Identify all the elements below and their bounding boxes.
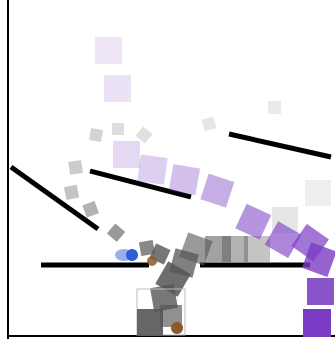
gray-block [89,128,103,142]
gray-block [137,309,163,335]
purple-block [303,309,331,337]
purple-block [113,141,140,168]
gray-block-pile [139,232,270,312]
brown-ball-lower [171,322,183,334]
gray-block [305,180,331,206]
ledge-upper-right [229,134,331,157]
purple-block [235,204,271,240]
purple-block [104,75,131,102]
gray-block [82,201,99,218]
gray-block [68,160,83,175]
purple-block [169,164,200,195]
purple-block [95,37,122,64]
blue-ball [126,249,138,261]
brown-ball-upper [147,256,157,266]
left-wall [7,0,9,339]
gray-block [244,236,270,262]
ramp-left [11,167,98,229]
gray-block [202,117,217,132]
gray-block [107,224,125,242]
gray-block [64,185,79,200]
purple-block [200,174,234,208]
purple-block [137,154,167,184]
purple-block [307,278,334,305]
gray-block [112,123,124,135]
gray-block [136,127,153,144]
purple-block-trail [95,37,335,337]
gray-block [268,101,281,114]
